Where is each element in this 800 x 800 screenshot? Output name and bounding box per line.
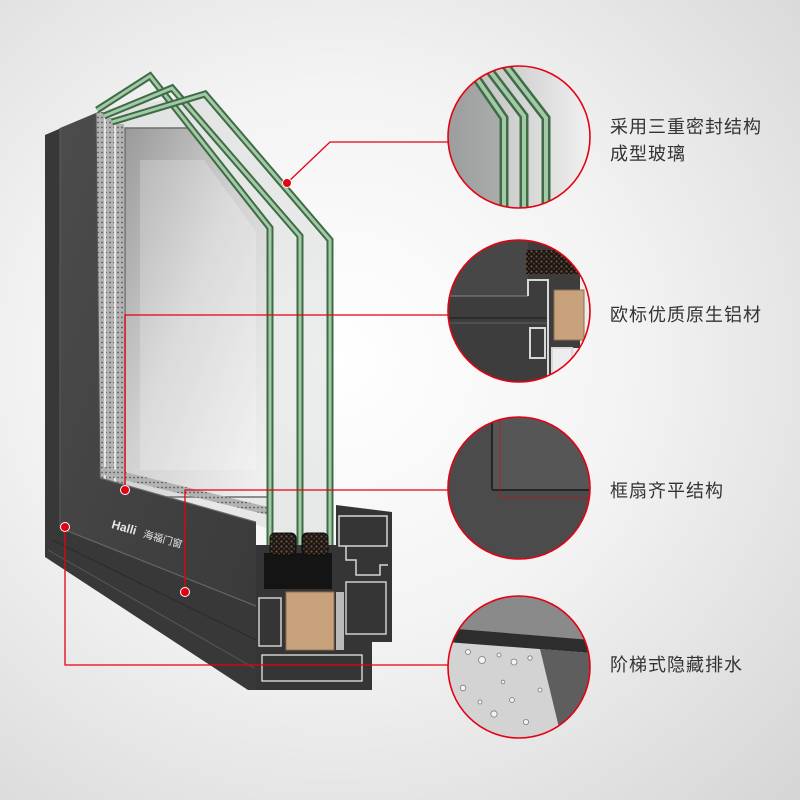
water-droplet xyxy=(527,655,533,661)
closeup-chamber-line xyxy=(527,279,549,382)
water-droplets xyxy=(459,649,543,726)
insulating-strip xyxy=(264,553,332,589)
glass-pane-1-highlight xyxy=(96,74,272,548)
glass-seals xyxy=(269,532,329,556)
water-droplet xyxy=(500,679,506,685)
callout-ring xyxy=(447,65,591,209)
insulation-block xyxy=(285,591,335,651)
callout-label-aluminum-profile: 欧标优质原生铝材 xyxy=(610,302,762,329)
glazing-bead xyxy=(338,515,388,547)
closeup-chamber xyxy=(529,327,546,359)
water-droplet xyxy=(490,710,498,718)
triple-glass-panes xyxy=(95,71,334,548)
water-droplet xyxy=(459,684,467,692)
drainage-step-line xyxy=(47,549,255,669)
water-droplet xyxy=(537,687,543,693)
water-droplet xyxy=(523,719,530,726)
callout-ring xyxy=(447,595,591,739)
callout-circle-flush-structure xyxy=(447,416,591,560)
drainage-step-line xyxy=(51,539,257,641)
leader-line-drainage xyxy=(64,527,448,666)
callout-label-line: 成型玻璃 xyxy=(610,144,686,165)
closeup-pane-1-highlight xyxy=(466,66,506,208)
closeup-drain-groove xyxy=(448,628,590,653)
anchor-dots xyxy=(60,178,292,597)
callout-label-line: 采用三重密封结构 xyxy=(610,117,762,138)
frame-chamber xyxy=(261,654,363,682)
glass-pane-3-highlight xyxy=(111,92,332,548)
closeup-pane-2-highlight xyxy=(484,66,526,208)
water-droplet xyxy=(478,656,486,664)
window-corner-render: Halli 海福门窗 xyxy=(45,71,392,690)
callout-label-flush-structure: 框扇齐平结构 xyxy=(610,478,724,505)
anchor-dot-glass xyxy=(282,178,292,188)
leader-line-aluminum xyxy=(124,314,448,490)
callout-ring xyxy=(447,416,591,560)
glass-seal xyxy=(269,532,297,556)
aluminum-frame-profile xyxy=(45,112,257,690)
profile-cross-section xyxy=(256,505,392,690)
callout-label-triple-seal-glass: 采用三重密封结构 成型玻璃 xyxy=(610,114,762,168)
anchor-dot-flush xyxy=(180,587,190,597)
water-droplet xyxy=(465,649,471,655)
glass-pane-2-highlight xyxy=(103,86,302,548)
closeup-insulation-block xyxy=(553,289,585,341)
leader-lines xyxy=(64,141,448,666)
callout-label-line: 欧标优质原生铝材 xyxy=(610,305,762,326)
water-droplet xyxy=(510,658,518,666)
callout-circle-hidden-drainage xyxy=(447,595,591,739)
polyamide-strip xyxy=(336,592,344,650)
callout-label-hidden-drainage: 阶梯式隐藏排水 xyxy=(610,652,743,679)
leader-line-flush xyxy=(184,489,448,592)
callout-circle-aluminum-profile xyxy=(447,239,591,383)
anchor-dot-drainage xyxy=(60,522,70,532)
callout-label-line: 框扇齐平结构 xyxy=(610,481,724,502)
spacer-bar xyxy=(96,112,104,480)
perforated-spacer-bars xyxy=(96,112,272,516)
frame-step-edge xyxy=(59,527,257,607)
closeup-seal-strip xyxy=(526,250,580,274)
closeup-sash-face xyxy=(448,240,528,296)
frame-chamber xyxy=(345,581,387,635)
sash-inner-edge xyxy=(95,112,101,479)
spacer-bar xyxy=(116,124,124,484)
water-droplet xyxy=(509,697,515,703)
callout-ring xyxy=(447,239,591,383)
glass-seal xyxy=(301,532,329,556)
callout-label-line: 阶梯式隐藏排水 xyxy=(610,655,743,676)
closeup-sash-face xyxy=(492,417,590,490)
spacer-bar xyxy=(106,118,114,482)
callout-circle-triple-seal-glass xyxy=(447,65,591,209)
leader-line-glass xyxy=(286,141,448,184)
brand-logo-latin: Halli xyxy=(110,517,138,537)
glazing-bead-clip xyxy=(345,546,388,576)
frame-chamber xyxy=(258,597,282,647)
water-droplet xyxy=(477,699,483,705)
closeup-pane-3-highlight xyxy=(504,66,548,208)
water-droplet xyxy=(496,652,502,658)
sash-face xyxy=(60,113,256,606)
spacer-bar-bottom xyxy=(100,466,272,516)
anchor-dot-aluminum xyxy=(120,485,130,495)
